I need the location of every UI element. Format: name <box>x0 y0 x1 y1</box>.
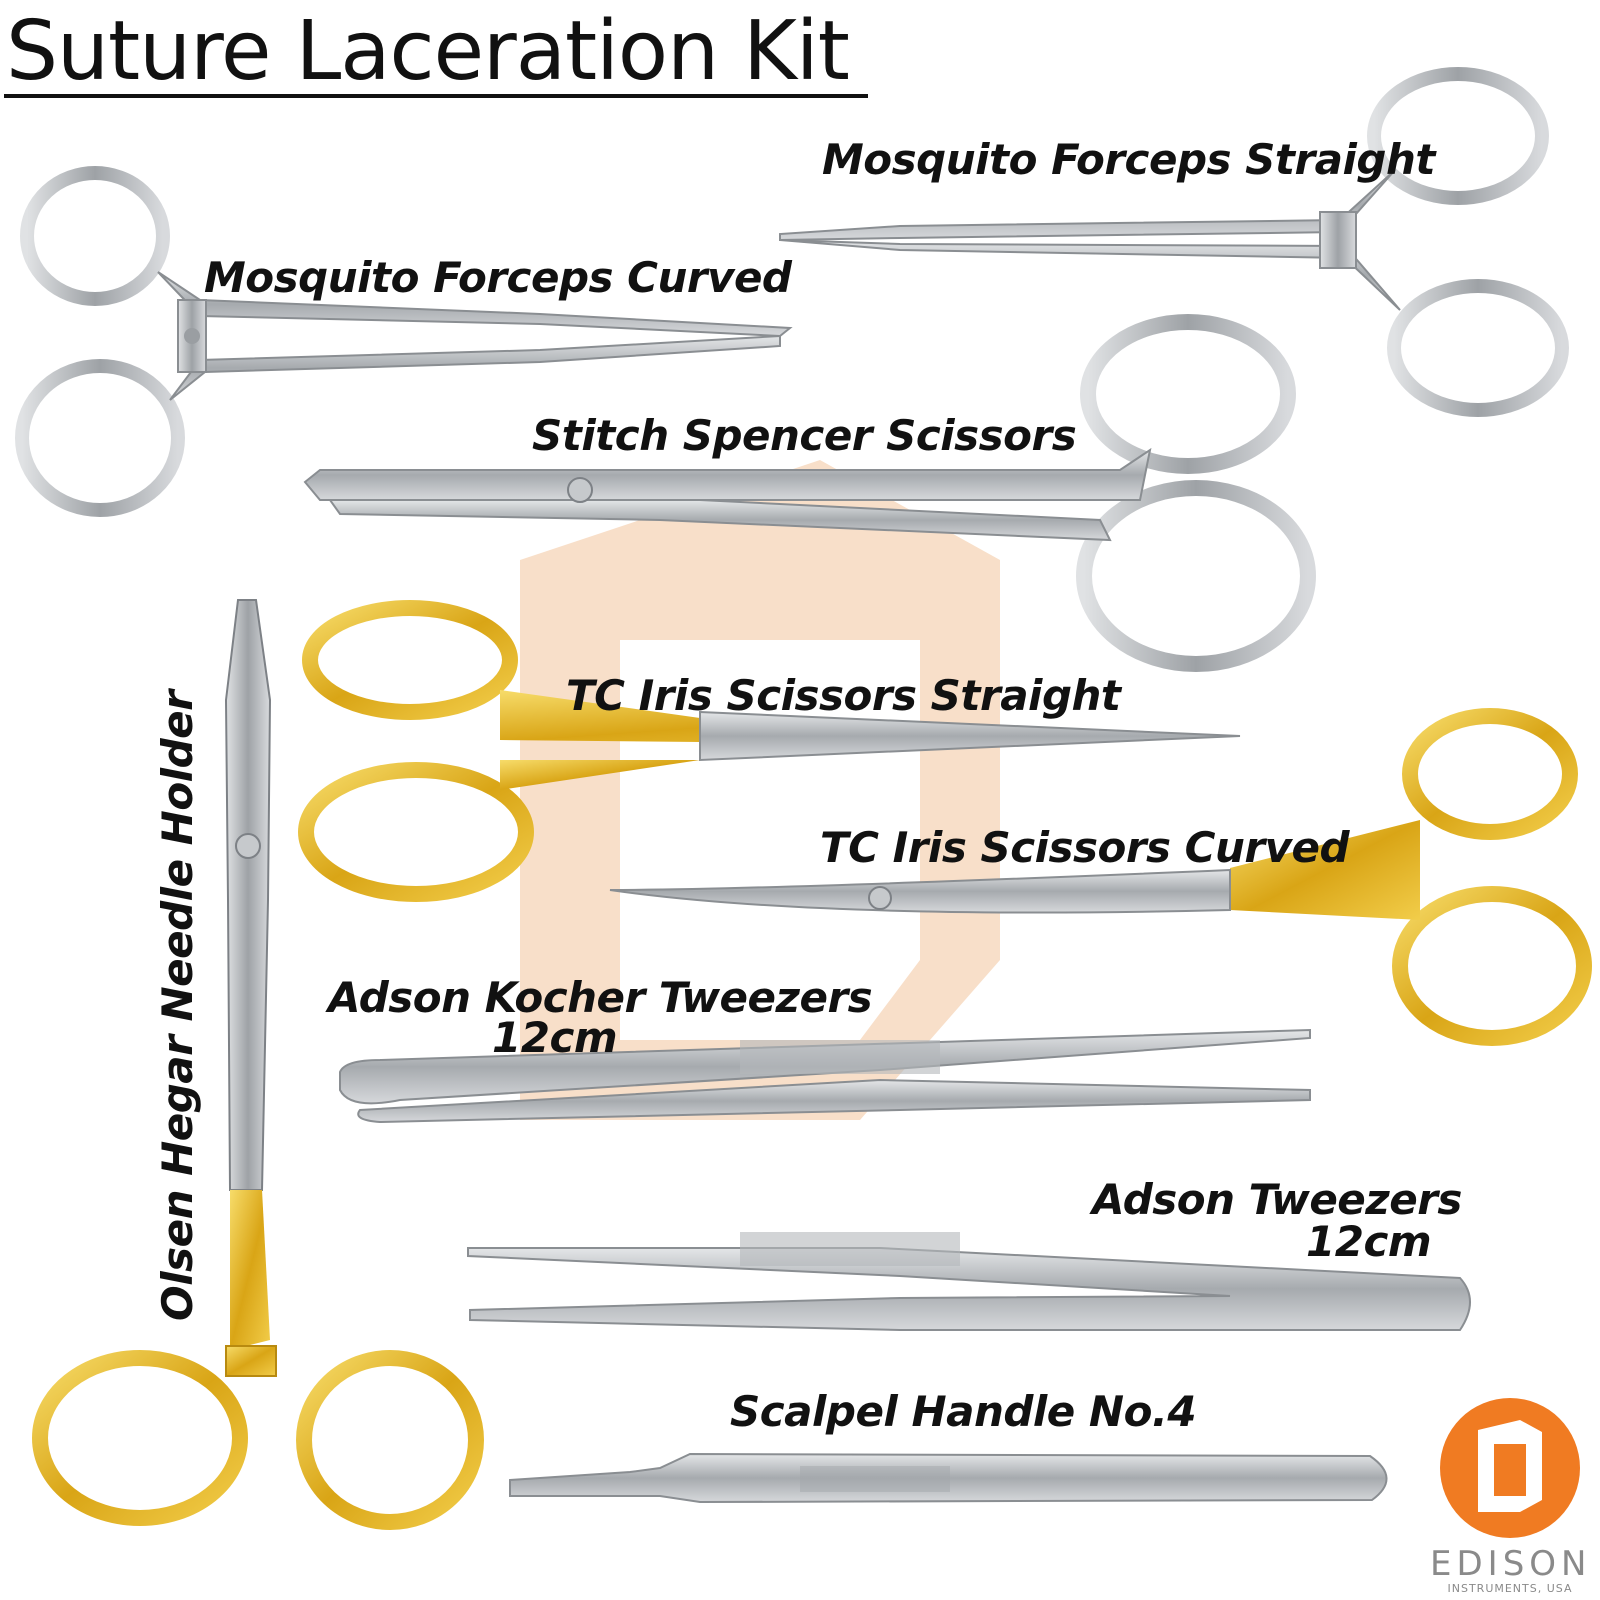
label-adson-kocher-tweezers: Adson Kocher Tweezers <box>328 973 873 1022</box>
tc-iris-scissors-curved <box>609 708 1592 1046</box>
adson-tweezers <box>467 1232 1471 1331</box>
edison-brand: EDISON INSTRUMENTS, USA <box>1430 1392 1590 1596</box>
stitch-spencer-scissors <box>303 314 1316 672</box>
label-tc-iris-scissors-curved: TC Iris Scissors Curved <box>820 823 1350 872</box>
mosquito-forceps-straight <box>779 67 1569 417</box>
label-tc-iris-scissors-straight: TC Iris Scissors Straight <box>566 671 1121 720</box>
tc-iris-scissors-straight <box>298 600 1241 902</box>
scalpel-handle <box>509 1452 1388 1504</box>
olsen-hegar-needle-holder <box>32 599 484 1530</box>
label-scalpel-handle: Scalpel Handle No.4 <box>730 1387 1197 1436</box>
label-stitch-spencer-scissors: Stitch Spencer Scissors <box>532 411 1077 460</box>
label-mosquito-forceps-straight: Mosquito Forceps Straight <box>822 135 1435 184</box>
brand-tagline: INSTRUMENTS, USA <box>1447 1582 1573 1595</box>
watermark-logo <box>520 460 1000 1120</box>
label-olsen-hegar-needle-holder: Olsen Hegar Needle Holder <box>153 690 202 1321</box>
edison-logo-mark <box>1440 1398 1580 1538</box>
label-adson-tweezers: Adson Tweezers <box>1092 1175 1462 1224</box>
label-adson-kocher-size: 12cm <box>492 1013 618 1062</box>
adson-kocher-tweezers <box>339 1028 1311 1124</box>
label-mosquito-forceps-curved: Mosquito Forceps Curved <box>204 253 792 302</box>
label-adson-size: 12cm <box>1306 1217 1432 1266</box>
mosquito-forceps-curved <box>15 166 793 517</box>
brand-name: EDISON <box>1430 1544 1592 1584</box>
page-title: Suture Laceration Kit <box>6 4 850 99</box>
title-underline <box>4 94 868 98</box>
